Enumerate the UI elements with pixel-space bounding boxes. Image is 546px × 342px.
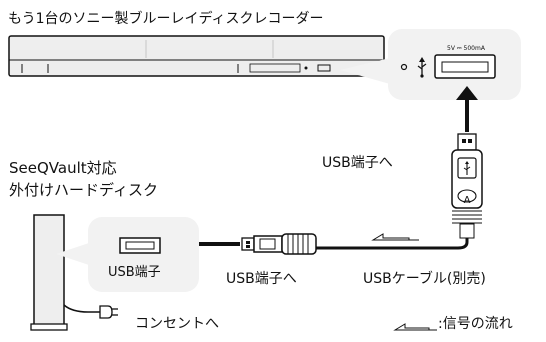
- usb-to-label-left: USB端子へ: [226, 271, 297, 287]
- power-plug-icon: [99, 305, 118, 319]
- usb-cable-label: USBケーブル(別売): [363, 271, 486, 287]
- power-cord: [63, 304, 100, 313]
- recorder-title: もう1台のソニー製ブルーレイディスクレコーダー: [8, 11, 324, 27]
- signal-flow-arrow-icon: [371, 233, 419, 241]
- signal-flow-label: :信号の流れ: [438, 316, 513, 332]
- blu-ray-recorder: [8, 35, 385, 77]
- usb-cable: [316, 238, 469, 250]
- recorder-port-callout: [340, 29, 521, 100]
- plug-letter: A: [463, 195, 471, 206]
- usb-plug-left: [241, 233, 317, 255]
- legend-signal-arrow-icon: [393, 323, 437, 331]
- port-spec: 5V ⎓ 500mA: [447, 45, 485, 52]
- seeqvault-line1: SeeQVault対応: [9, 159, 117, 177]
- usb-plug-right: [451, 133, 483, 239]
- outlet-label: コンセントへ: [135, 316, 219, 332]
- arrow-to-recorder: [456, 86, 478, 132]
- seeqvault-line2: 外付けハードディスク: [9, 181, 158, 199]
- usb-to-label-right: USB端子へ: [322, 155, 393, 171]
- usb-icon: [417, 57, 427, 78]
- usb-port-label-left: USB端子: [108, 265, 161, 280]
- hdd-port-callout: [56, 217, 199, 292]
- external-hdd: [30, 214, 68, 331]
